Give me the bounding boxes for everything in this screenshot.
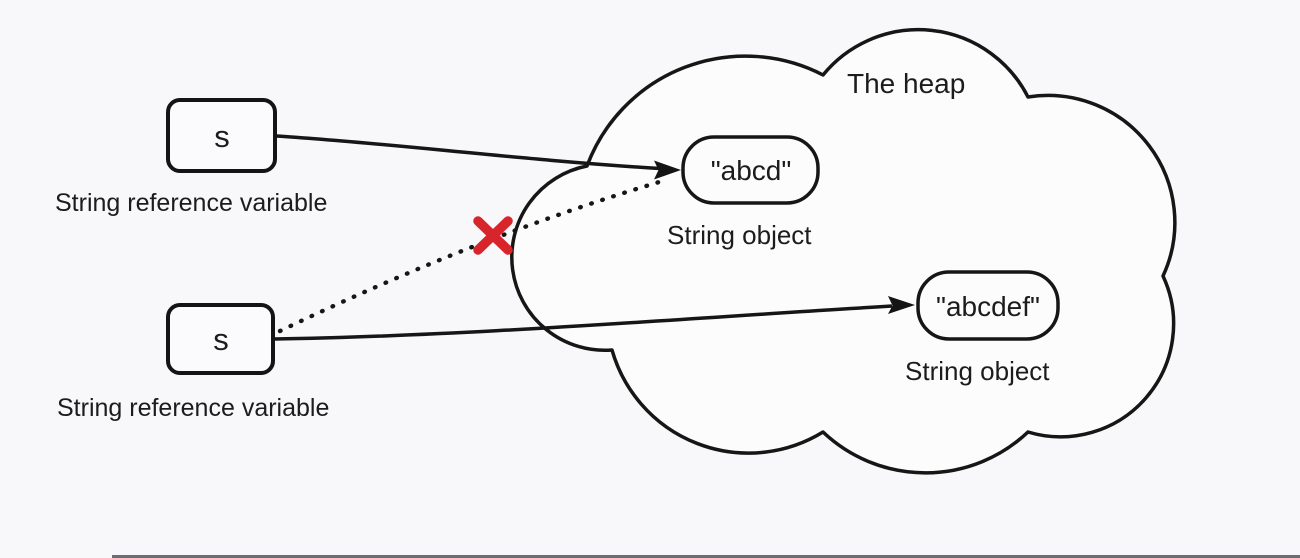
bottom-edge-strip [112,555,1300,558]
variable-box-bottom [166,303,275,375]
string-object-abcdef-label: String object [905,356,1050,386]
broken-reference-x-icon [473,216,513,255]
variable-box-top [166,98,277,173]
variable-name-bottom: s [213,322,229,357]
broken-reference-dotted-line [277,177,669,334]
reference-arrow-top [275,134,661,171]
x-stroke-2 [473,216,513,255]
heap-cloud [510,27,1177,475]
string-object-abcd [681,135,820,205]
arrowhead-top [654,160,681,180]
string-object-abcd-value: "abcd" [711,155,792,186]
variable-name-top: s [214,119,230,154]
heap-title: The heap [847,68,965,99]
string-object-abcd-label: String object [667,220,812,250]
variable-label-top: String reference variable [55,189,327,217]
reference-arrow-bottom [273,304,893,341]
variable-label-bottom: String reference variable [57,394,329,422]
string-object-abcdef [916,270,1060,341]
string-object-abcdef-value: "abcdef" [936,291,1040,322]
arrowhead-bottom [888,296,915,314]
